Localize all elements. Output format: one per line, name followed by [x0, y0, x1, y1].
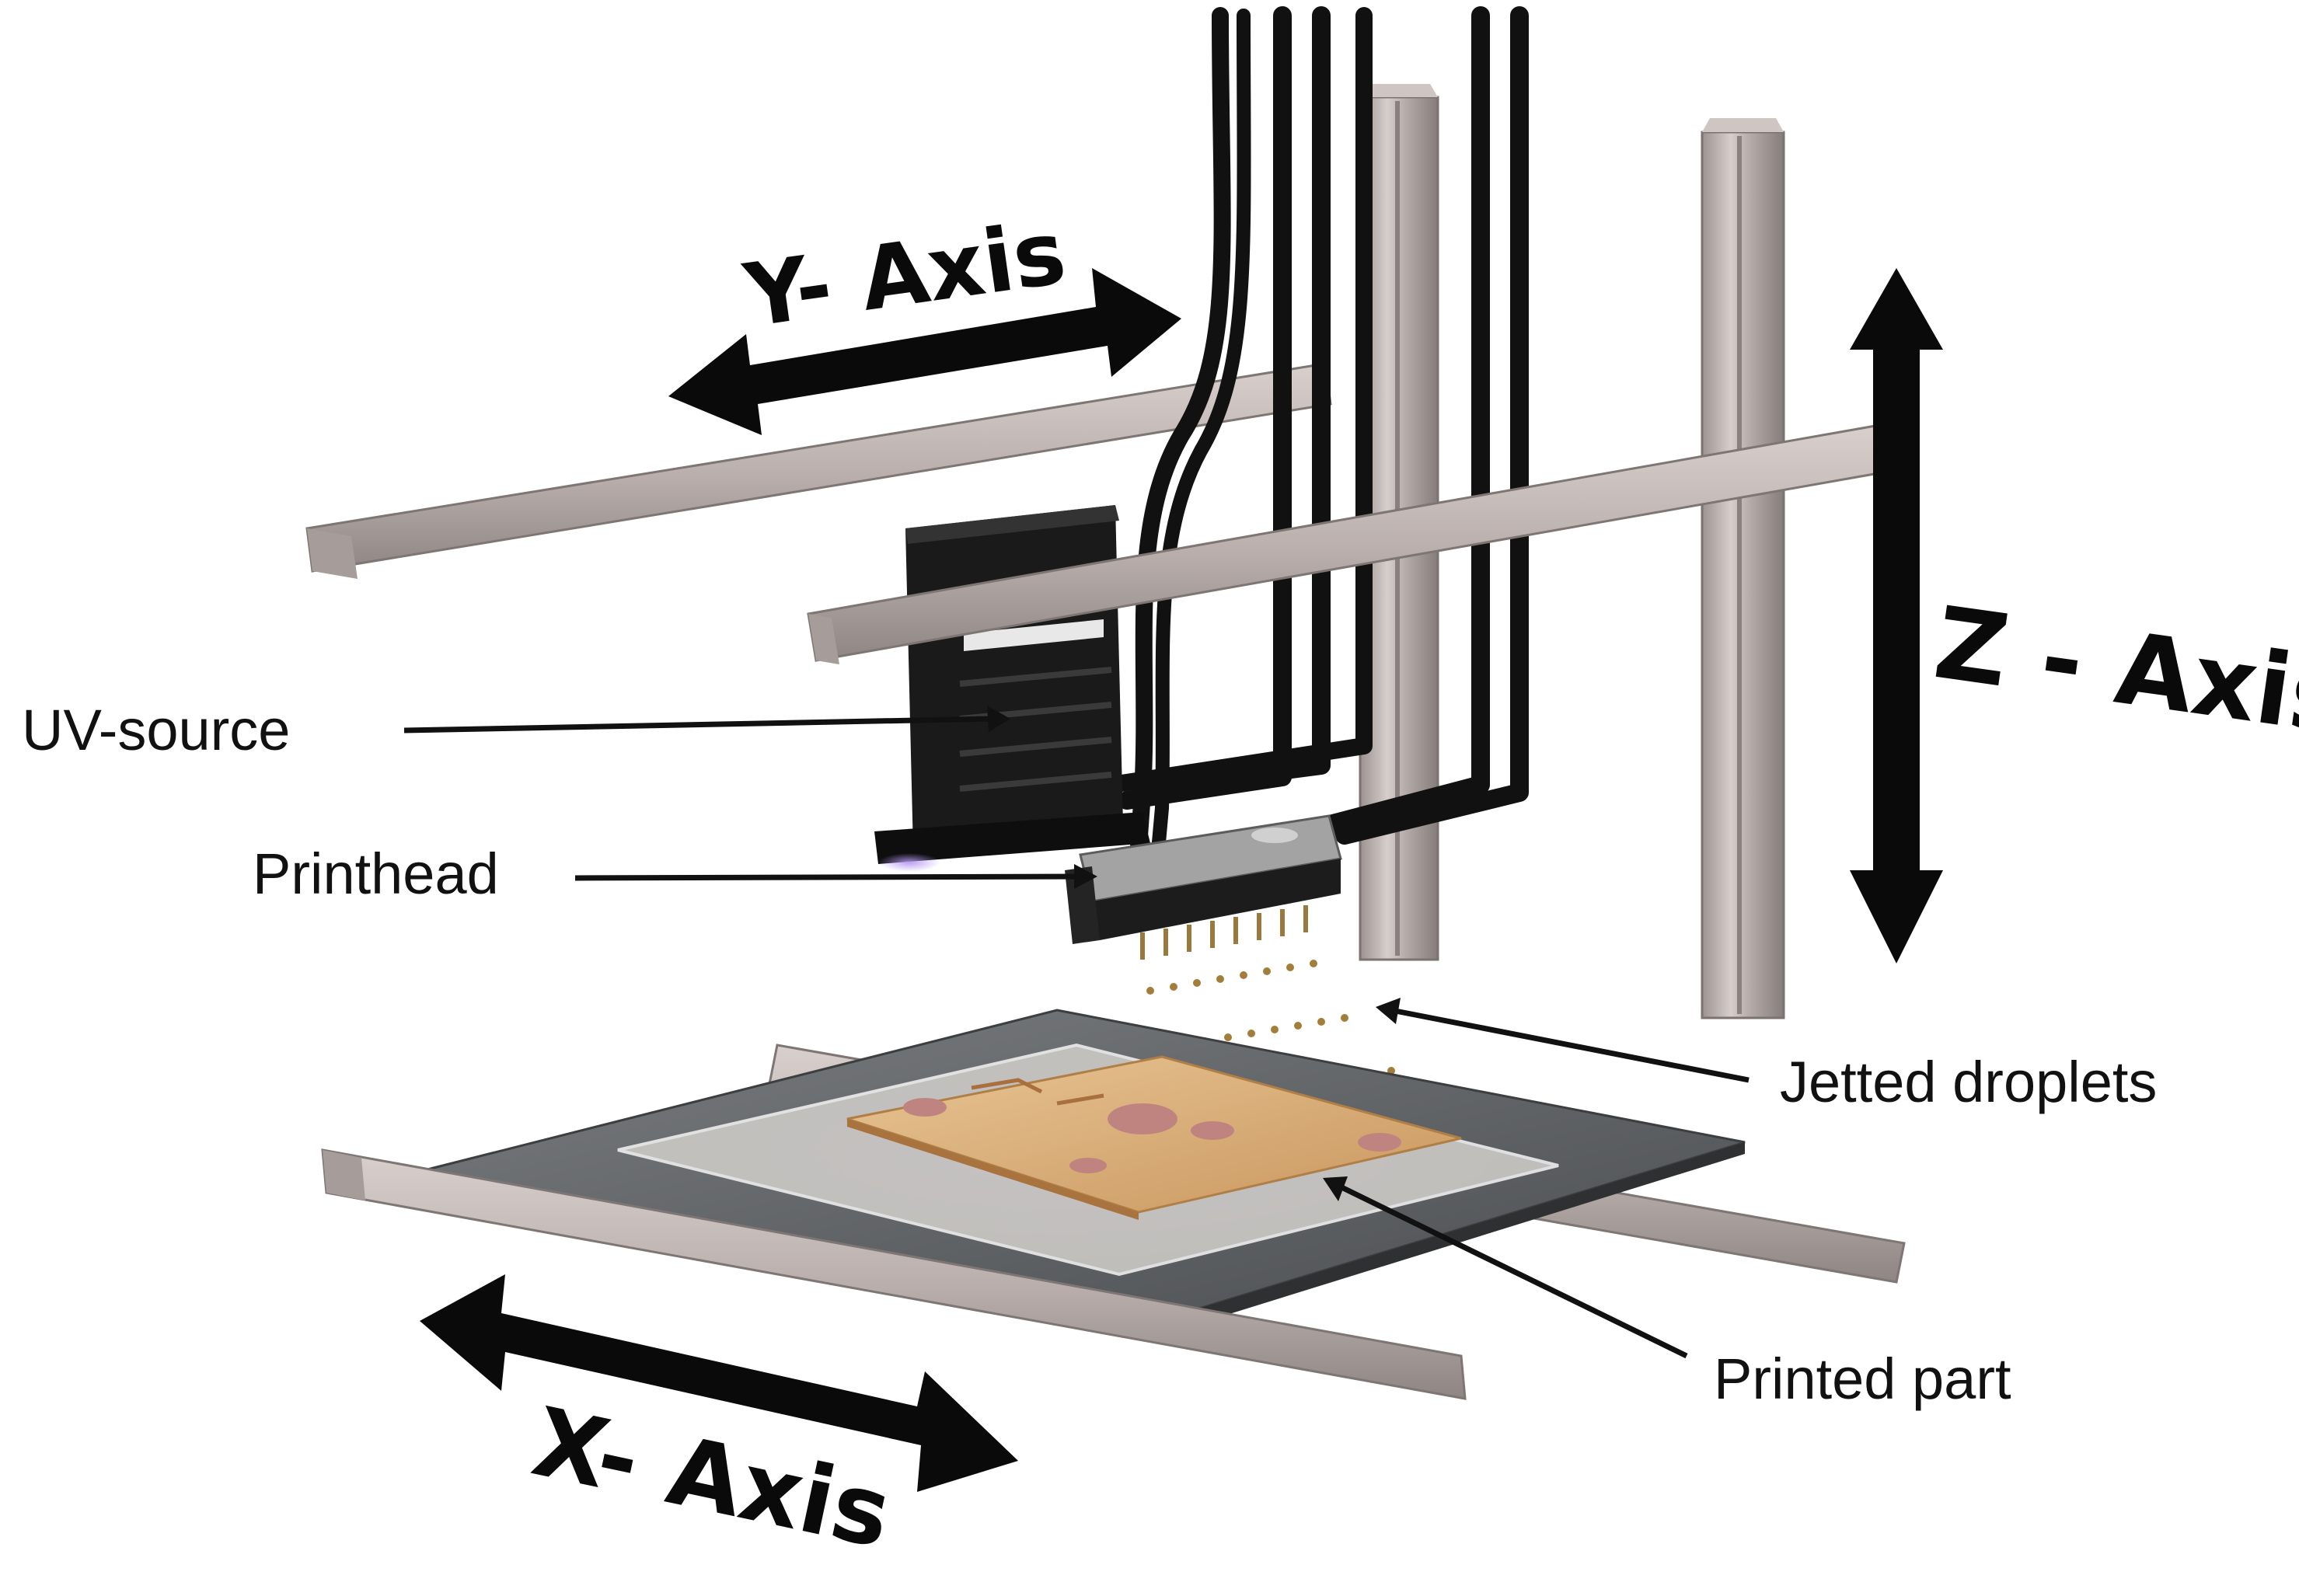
- y-axis-rail-back: [305, 362, 1332, 579]
- z-axis-label: Z - Axis: [1928, 585, 2299, 758]
- callout-leaders: [403, 716, 1750, 1359]
- y-axis-arrow: [668, 268, 1181, 435]
- printed-part-label: Printed part: [1714, 1347, 2011, 1411]
- jetted-droplets-label: Jetted droplets: [1780, 1050, 2157, 1114]
- cable-bundle: [1002, 6, 1529, 858]
- callout-arrowheads: [987, 706, 1401, 1201]
- x-axis-rail-front: [321, 1148, 1467, 1400]
- z-axis-arrow: [1850, 268, 1943, 964]
- printed-part: [846, 1055, 1462, 1220]
- z-axis-post-right: [1701, 118, 1785, 1019]
- printhead-label: Printhead: [253, 842, 499, 906]
- printhead-unit: [1065, 814, 1342, 960]
- uv-source-label: UV-source: [22, 698, 290, 762]
- x-axis-arrow: [420, 1274, 1018, 1492]
